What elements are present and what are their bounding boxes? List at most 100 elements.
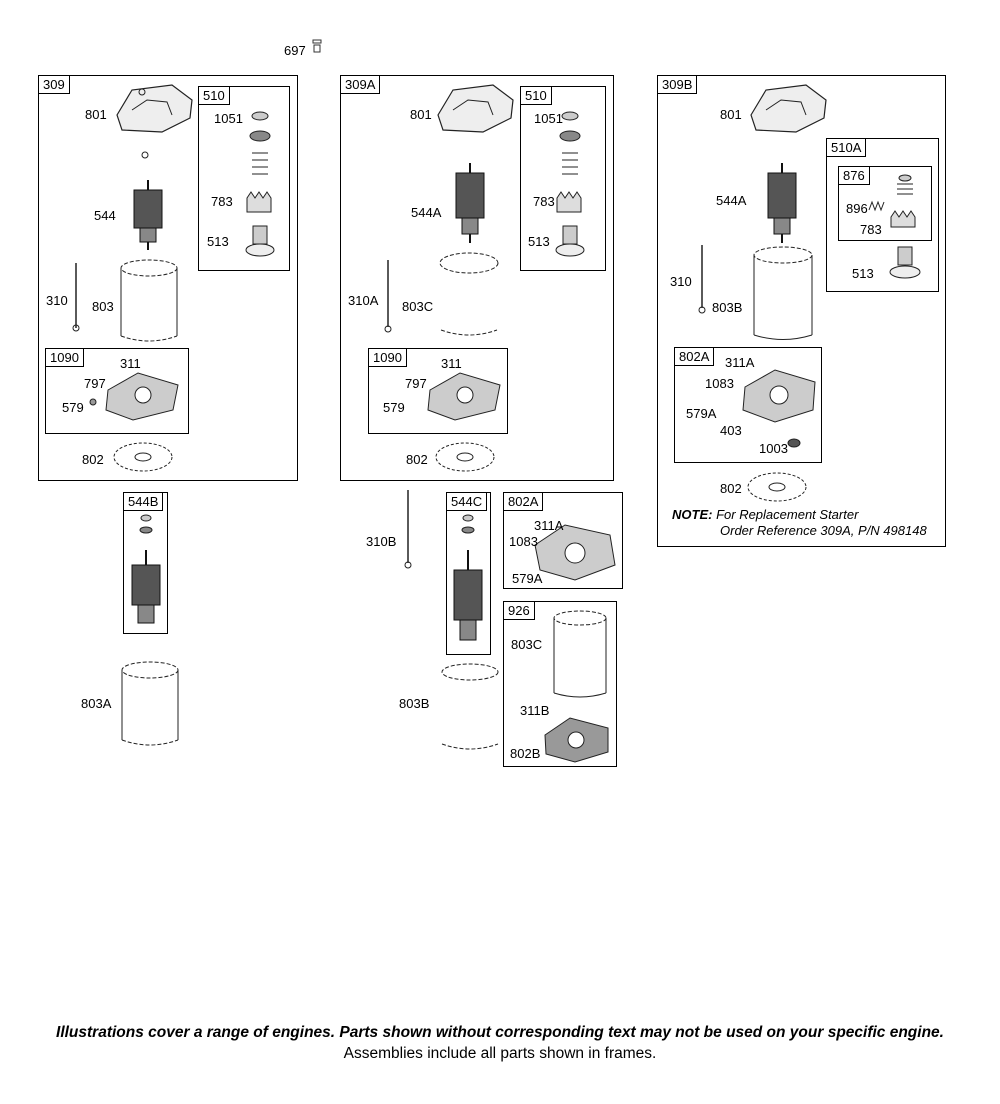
- label-803: 803: [92, 299, 114, 314]
- label-311: 311: [120, 356, 141, 371]
- frame-tag-510: 510: [199, 87, 230, 105]
- label-801-mid: 801: [410, 107, 432, 122]
- label-579-mid: 579: [383, 400, 405, 415]
- label-783: 783: [211, 194, 233, 209]
- frame-tag-1090: 1090: [46, 349, 84, 367]
- frame-tag-309A: 309A: [341, 76, 381, 94]
- label-513-right: 513: [852, 266, 874, 281]
- brush-holder-icon: [427, 372, 501, 421]
- label-783-mid: 783: [533, 194, 555, 209]
- label-310B: 310B: [366, 534, 397, 549]
- label-311-mid: 311: [441, 356, 462, 371]
- label-1083-mid: 1083: [509, 534, 538, 549]
- frame-tag-510A: 510A: [827, 139, 867, 157]
- label-310A: 310A: [348, 293, 379, 308]
- assembly-frame-926: 926: [503, 601, 617, 767]
- end-cap-icon: [116, 84, 193, 133]
- label-311A-mid: 311A: [534, 518, 564, 533]
- spring-icon: [868, 200, 885, 212]
- armature-icon: [133, 180, 163, 250]
- label-544A-mid: 544A: [411, 205, 442, 220]
- note-prefix: NOTE:: [672, 507, 713, 522]
- assembly-frame-544C: 544C: [446, 492, 491, 655]
- through-bolt-icon: [698, 245, 706, 314]
- end-plate-icon: [747, 472, 807, 502]
- drive-assembly-icon: [245, 111, 275, 257]
- label-544: 544: [94, 208, 116, 223]
- washer-icon: [141, 151, 149, 159]
- brush-plate-icon: [534, 524, 616, 581]
- label-803C: 803C: [402, 299, 434, 314]
- end-cap-icon: [750, 84, 827, 133]
- label-544A-right: 544A: [716, 193, 747, 208]
- note-line2: Order Reference 309A, P/N 498148: [720, 523, 927, 538]
- screw-icon: [89, 398, 97, 406]
- housing-803B-right-icon: [753, 246, 813, 340]
- label-311A-right: 311A: [725, 355, 755, 370]
- label-803C-926: 803C: [511, 637, 543, 652]
- drive-assembly-510A-icon: [889, 174, 921, 279]
- label-802B: 802B: [510, 746, 541, 761]
- label-311B: 311B: [520, 703, 550, 718]
- footer-disclaimer: Illustrations cover a range of engines. …: [56, 1024, 944, 1041]
- replacement-note: NOTE: For Replacement Starter Order Refe…: [672, 507, 927, 539]
- label-803B-mid: 803B: [399, 696, 430, 711]
- grommet-icon: [787, 438, 801, 448]
- frame-tag-510-mid: 510: [521, 87, 552, 105]
- assembly-frame-309A: 309A: [340, 75, 614, 481]
- assembly-frame-309B: 309B: [657, 75, 946, 547]
- through-bolt-icon: [404, 490, 412, 569]
- label-797-mid: 797: [405, 376, 427, 391]
- drive-assembly-icon: [555, 111, 585, 257]
- label-802: 802: [82, 452, 104, 467]
- end-plate-icon: [113, 442, 173, 472]
- label-801-right: 801: [720, 107, 742, 122]
- label-801: 801: [85, 107, 107, 122]
- label-513-mid: 513: [528, 234, 550, 249]
- label-802-right: 802: [720, 481, 742, 496]
- frame-tag-802A-right: 802A: [675, 348, 715, 366]
- end-cap-icon: [437, 84, 514, 133]
- label-803B-right: 803B: [712, 300, 743, 315]
- ring-icon: [439, 252, 499, 274]
- label-1003: 1003: [759, 441, 788, 456]
- frame-tag-926: 926: [504, 602, 535, 620]
- end-plate-icon: [435, 442, 495, 472]
- brush-plate-802B-icon: [544, 717, 609, 763]
- nut-icon: [312, 39, 322, 53]
- frame-tag-544C: 544C: [447, 493, 488, 511]
- assembly-frame-802A-right: 802A: [674, 347, 822, 463]
- label-579A-mid: 579A: [512, 571, 543, 586]
- label-579: 579: [62, 400, 84, 415]
- frame-tag-802A-mid: 802A: [504, 493, 544, 511]
- label-803A: 803A: [81, 696, 112, 711]
- assembly-frame-510: 510: [198, 86, 290, 271]
- frame-tag-1090-mid: 1090: [369, 349, 407, 367]
- assembly-frame-309: 309: [38, 75, 298, 481]
- label-403: 403: [720, 423, 742, 438]
- label-802-mid: 802: [406, 452, 428, 467]
- through-bolt-icon: [384, 260, 392, 333]
- housing-803A-icon: [121, 661, 179, 746]
- frame-tag-544B: 544B: [124, 493, 164, 511]
- assembly-frame-1090-mid: 1090: [368, 348, 508, 434]
- assembly-frame-1090: 1090: [45, 348, 189, 434]
- part-label-697: 697: [284, 43, 306, 58]
- armature-544A-right-icon: [767, 163, 797, 243]
- label-1083-right: 1083: [705, 376, 734, 391]
- assembly-frame-510A: 510A: [826, 138, 939, 292]
- label-797: 797: [84, 376, 106, 391]
- frame-tag-309B: 309B: [658, 76, 698, 94]
- housing-803B-icon: [441, 663, 499, 750]
- footer-assemblies-note: Assemblies include all parts shown in fr…: [343, 1045, 657, 1062]
- label-513: 513: [207, 234, 229, 249]
- assembly-frame-544B: 544B: [123, 492, 168, 634]
- through-bolt-icon: [72, 263, 80, 332]
- armature-544C-icon: [453, 514, 483, 641]
- label-310: 310: [46, 293, 68, 308]
- assembly-frame-802A-mid: 802A: [503, 492, 623, 589]
- armature-544B-icon: [131, 514, 161, 624]
- label-783-right: 783: [860, 222, 882, 237]
- housing-803C-icon: [553, 610, 607, 698]
- label-1051-mid: 1051: [534, 111, 563, 126]
